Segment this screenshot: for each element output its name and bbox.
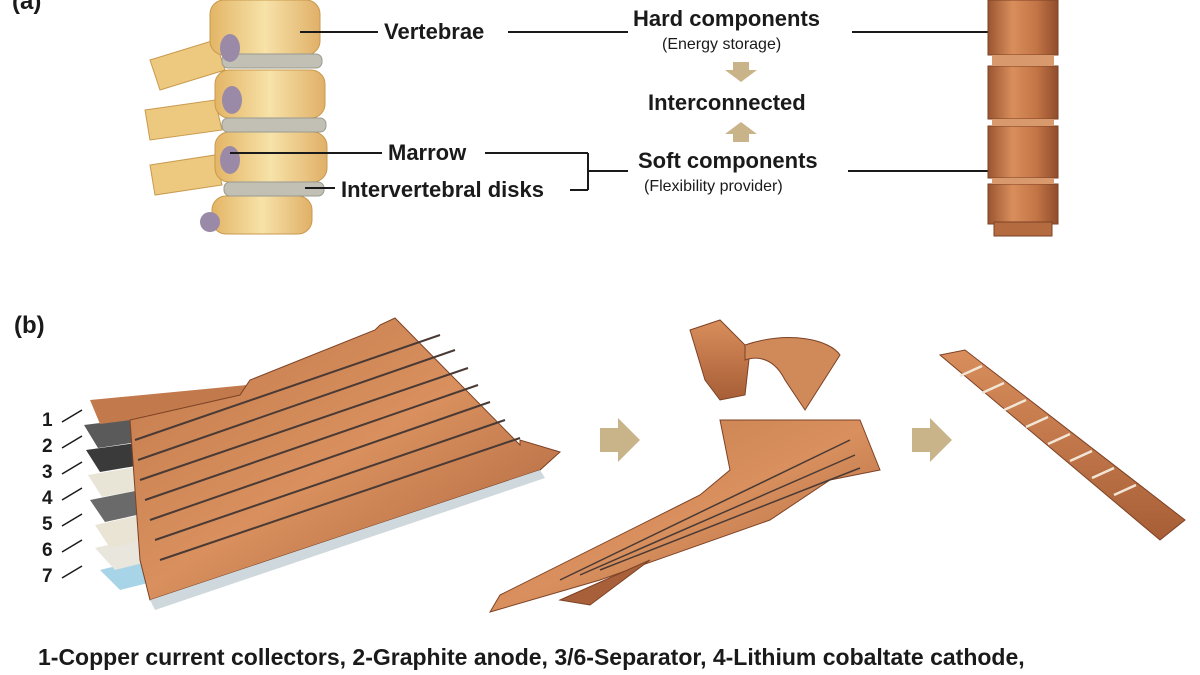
folding-slits [559, 439, 861, 581]
interconnected-label: Interconnected [648, 90, 806, 115]
battery-stack [987, 0, 1059, 237]
legend-caption: 1-Copper current collectors, 2-Graphite … [38, 644, 1025, 670]
up-arrow-icon [725, 122, 757, 142]
marrow-shape [222, 86, 242, 114]
marrow-shape [220, 146, 240, 174]
marrow-label: Marrow [388, 140, 467, 165]
soft-components-subtitle: (Flexibility provider) [644, 178, 783, 195]
spine-illustration [144, 0, 328, 235]
hard-components-subtitle: (Energy storage) [662, 36, 782, 53]
right-arrow-icon [912, 418, 952, 462]
panel-a-label: (a) [12, 0, 42, 15]
vertebra-shape [211, 195, 313, 235]
layer-number: 7 [42, 566, 53, 587]
soft-components-title: Soft components [638, 148, 818, 173]
concept-arrows [725, 62, 757, 142]
sheet-slits [134, 334, 521, 561]
intervertebral-disks-label: Intervertebral disks [341, 177, 544, 202]
hard-components-title: Hard components [633, 6, 821, 31]
flat-electrode-sheet [129, 317, 561, 610]
marrow-shape [200, 212, 220, 232]
folding-electrode [488, 319, 881, 613]
vertebrae-label: Vertebrae [384, 19, 485, 44]
layer-number: 1 [42, 410, 53, 431]
folded-battery-strip [938, 349, 1186, 541]
marrow-shape [220, 34, 240, 62]
disk-shape [221, 117, 327, 133]
right-arrow-icon [600, 418, 640, 462]
strip-segments [959, 364, 1137, 497]
disk-shape [221, 53, 323, 69]
layer-number: 3 [42, 462, 53, 483]
spine-leader-lines [230, 31, 992, 191]
layer-number: 2 [42, 436, 53, 457]
panel-b-label: (b) [14, 312, 45, 339]
layer-number: 6 [42, 540, 53, 561]
down-arrow-icon [725, 62, 757, 82]
layer-ticks [61, 409, 83, 579]
layer-number: 4 [42, 488, 53, 509]
layer-number: 5 [42, 514, 53, 535]
